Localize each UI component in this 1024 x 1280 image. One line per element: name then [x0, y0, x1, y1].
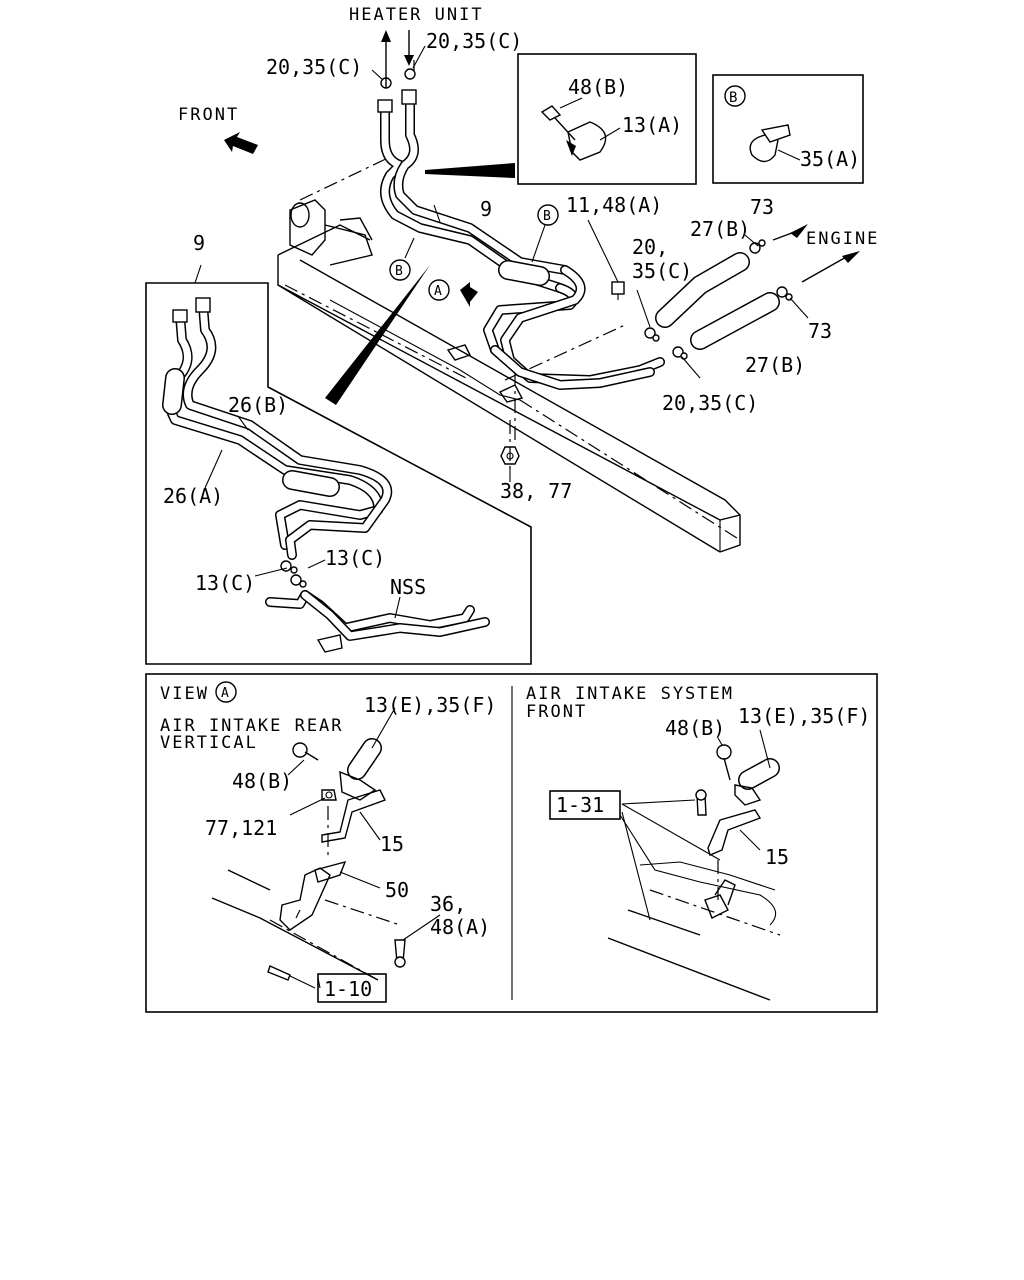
label-15-left: 15	[380, 832, 404, 856]
ref-box-1-31	[549, 790, 621, 820]
label-clamp-top-right: 20,35(C)	[426, 29, 522, 53]
label-9-main: 9	[480, 197, 492, 221]
label-9-inset: 9	[193, 231, 205, 255]
label-26b: 26(B)	[228, 393, 288, 417]
label-50: 50	[385, 878, 409, 902]
label-nss: NSS	[390, 575, 426, 599]
label-view: VIEW	[160, 684, 209, 704]
label-48b-top: 48(B)	[568, 75, 628, 99]
frame-rail	[277, 199, 741, 553]
marker-a-main: A	[434, 284, 442, 299]
label-ref-1-31: 1-31	[556, 793, 604, 817]
label-front: FRONT	[178, 105, 239, 125]
marker-circles	[215, 85, 746, 703]
label-13c-right: 13(C)	[325, 546, 385, 570]
marker-b-top: B	[395, 264, 403, 279]
label-view-marker: A	[221, 686, 229, 701]
labels: HEATER UNIT FRONT ENGINE 20,35(C) 20,35(…	[160, 5, 879, 1001]
label-77-121: 77,121	[205, 816, 277, 840]
label-20-35c-mid-b: 35(C)	[632, 259, 692, 283]
clamps-main	[380, 68, 793, 465]
label-11-48a: 11,48(A)	[566, 193, 662, 217]
label-48b-left: 48(B)	[232, 769, 292, 793]
label-engine: ENGINE	[806, 229, 879, 249]
view-a-box	[145, 673, 878, 1013]
label-callout-b-header: B	[729, 90, 739, 106]
label-13e-left: 13(E),35(F)	[364, 693, 496, 717]
label-13e-right: 13(E),35(F)	[738, 704, 870, 728]
callout-clip-box	[517, 53, 697, 185]
arrows	[224, 30, 860, 405]
label-27b-upper: 27(B)	[690, 217, 750, 241]
label-48b-right: 48(B)	[665, 716, 725, 740]
callout-b-box	[712, 74, 864, 184]
label-air-rear-2: VERTICAL	[160, 733, 258, 753]
label-20-35c-mid-a: 20,	[632, 235, 668, 259]
label-26a: 26(A)	[163, 484, 223, 508]
label-air-rear-1: AIR INTAKE REAR	[160, 716, 344, 736]
front-arrow	[224, 132, 258, 154]
label-clamp-top-left: 20,35(C)	[266, 55, 362, 79]
heater-pipe-main	[377, 89, 665, 403]
label-20-35c-lower: 20,35(C)	[662, 391, 758, 415]
label-73-lower: 73	[808, 319, 832, 343]
label-15-right: 15	[765, 845, 789, 869]
leaders-main	[371, 45, 809, 482]
label-38-77: 38, 77	[500, 479, 572, 503]
label-heater-unit: HEATER UNIT	[349, 5, 484, 25]
hose-27b	[655, 252, 780, 350]
label-36-a: 36,	[430, 892, 466, 916]
label-36-b: 48(A)	[430, 915, 490, 939]
label-13c-left: 13(C)	[195, 571, 255, 595]
marker-b-main: B	[543, 209, 551, 224]
label-ref-1-10: 1-10	[324, 977, 372, 1001]
label-13a: 13(A)	[622, 113, 682, 137]
label-73-upper: 73	[750, 195, 774, 219]
inset-9-box	[145, 264, 532, 665]
ref-box-1-10	[317, 973, 387, 1003]
label-35a: 35(A)	[800, 147, 860, 171]
centerlines	[284, 60, 741, 541]
label-27b-lower: 27(B)	[745, 353, 805, 377]
label-air-front-1: AIR INTAKE SYSTEM	[526, 684, 734, 704]
label-air-front-2: FRONT	[526, 702, 587, 722]
